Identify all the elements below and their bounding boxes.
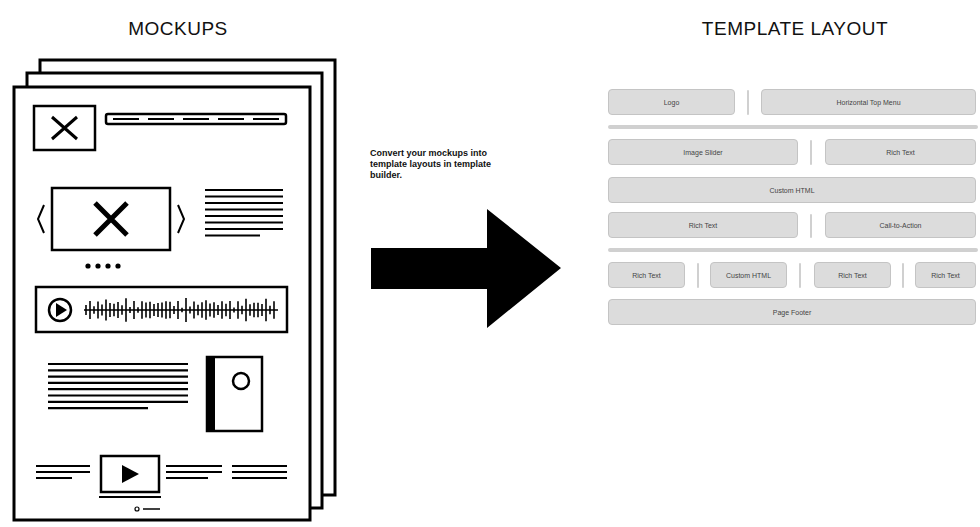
video-box [101,456,159,492]
template-block: Call-to-Action [825,212,976,238]
template-block: Rich Text [825,139,976,165]
menu-bar [106,114,286,124]
block-label: Rich Text [931,271,960,280]
big-arrow [371,209,561,328]
copyright-mark [135,507,139,511]
template-block: Page Footer [608,299,976,325]
slider-frame [52,188,170,250]
logo-placeholder [34,106,95,150]
arrow-shape [371,209,561,328]
template-block: Rich Text [915,262,976,288]
template-block: Rich Text [608,212,798,238]
video-triangle [122,465,139,483]
video-bar [99,496,161,498]
instruction-note: Convert your mockups into template layou… [370,148,510,181]
slider-x [95,203,127,235]
block-label: Image Slider [683,148,722,157]
page-front [14,87,310,520]
play-triangle [56,303,67,317]
book-spine [207,357,215,431]
template-block: Custom HTML [710,262,787,288]
mockup-pages [14,60,335,520]
block-label: Rich Text [689,221,718,230]
template-block: Rich Text [608,262,685,288]
section-heading: MOCKUPS [128,18,228,40]
block-label: Rich Text [632,271,661,280]
block-label: Custom HTML [769,186,814,195]
section-heading: TEMPLATE LAYOUT [702,18,888,40]
block-label: Logo [664,98,680,107]
play-button [49,299,71,321]
mockup-content [34,106,287,511]
block-label: Horizontal Top Menu [836,98,900,107]
logo-x [52,117,77,139]
block-label: Rich Text [838,271,867,280]
block-label: Custom HTML [726,271,771,280]
menu-dashes [113,118,279,120]
block-label: Call-to-Action [879,221,921,230]
book-disc [233,373,249,389]
template-block: Image Slider [608,139,798,165]
audio-player [36,287,287,332]
mockup-fills [56,263,215,483]
block-label: Page Footer [773,308,812,317]
template-block: Custom HTML [608,177,976,203]
footer-line [143,508,160,510]
block-label: Rich Text [886,148,915,157]
book-icon [207,357,262,431]
template-block: Rich Text [814,262,891,288]
text-lines [36,190,287,478]
template-block: Logo [608,89,735,115]
template-block: Horizontal Top Menu [761,89,976,115]
slider-chevrons [38,205,184,233]
waveform [84,298,278,322]
